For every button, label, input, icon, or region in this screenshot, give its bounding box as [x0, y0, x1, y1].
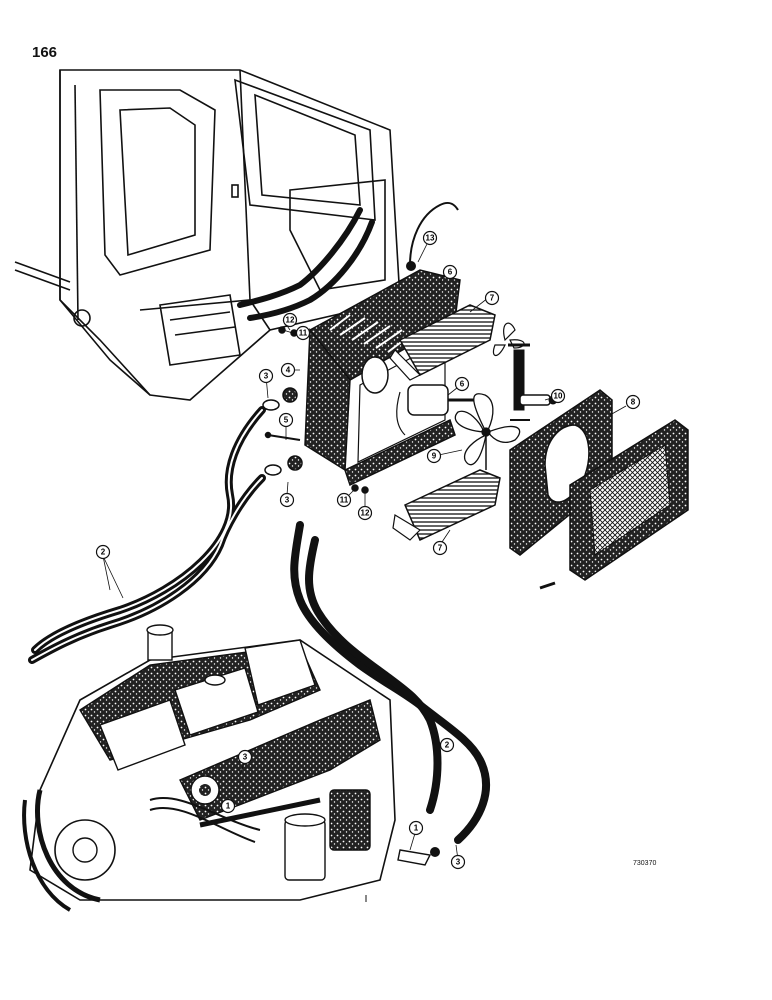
callout-11-bottom: 11	[336, 492, 352, 508]
callout-8: 8	[625, 394, 641, 410]
svg-text:7: 7	[438, 544, 443, 553]
callout-13: 13	[422, 230, 438, 246]
motor-shaft	[508, 343, 558, 421]
callout-2-left: 2	[95, 544, 111, 560]
callout-9: 9	[426, 448, 442, 464]
svg-text:1: 1	[226, 802, 231, 811]
callout-10: 10	[550, 388, 566, 404]
cab-hoses	[237, 207, 375, 321]
svg-text:12: 12	[286, 316, 295, 325]
callout-12-top: 12	[282, 312, 298, 328]
callout-7-bottom: 7	[432, 540, 448, 556]
callout-12-bottom: 12	[357, 505, 373, 521]
svg-text:3: 3	[285, 496, 290, 505]
svg-text:3: 3	[264, 372, 269, 381]
wire-harness	[409, 201, 459, 266]
heater-housing	[304, 269, 475, 487]
svg-text:6: 6	[460, 380, 465, 389]
svg-text:10: 10	[554, 392, 563, 401]
callout-6-mid: 6	[454, 376, 470, 392]
callout-3-lower: 3	[279, 492, 295, 508]
svg-text:11: 11	[340, 496, 349, 505]
svg-text:13: 13	[426, 234, 435, 243]
callout-3-upper: 3	[258, 368, 274, 384]
svg-text:8: 8	[631, 398, 636, 407]
svg-text:12: 12	[361, 509, 370, 518]
callout-3-engine: 3	[237, 749, 253, 765]
callout-6-top: 6	[442, 264, 458, 280]
callout-7-top: 7	[484, 290, 500, 306]
svg-text:6: 6	[448, 268, 453, 277]
svg-text:4: 4	[286, 366, 291, 375]
fan-blade	[454, 393, 521, 470]
callout-2-right: 2	[439, 737, 455, 753]
wire-connector	[406, 261, 416, 271]
svg-text:11: 11	[299, 329, 308, 338]
callout-5: 5	[278, 412, 294, 428]
heater-core-upper	[389, 304, 496, 381]
svg-text:2: 2	[445, 741, 450, 750]
svg-text:1: 1	[414, 824, 419, 833]
svg-text:5: 5	[284, 416, 289, 425]
callout-3-clamp: 3	[450, 854, 466, 870]
svg-text:3: 3	[243, 753, 248, 762]
callout-1-valve: 1	[408, 820, 424, 836]
grille	[539, 419, 689, 590]
callout-1-filter: 1	[220, 798, 236, 814]
drawing-id: 730370	[633, 860, 657, 867]
callout-4: 4	[280, 362, 296, 378]
page-number: 166	[32, 44, 58, 61]
callout-11-top: 11	[295, 325, 311, 341]
svg-text:3: 3	[456, 858, 461, 867]
hose-outline	[31, 409, 263, 661]
blower-motor	[407, 384, 449, 416]
hose-fittings	[262, 326, 369, 494]
engine-block	[22, 624, 440, 912]
heater-core-lower	[392, 469, 501, 542]
svg-text:2: 2	[101, 548, 106, 557]
svg-text:9: 9	[432, 452, 437, 461]
svg-text:7: 7	[490, 294, 495, 303]
